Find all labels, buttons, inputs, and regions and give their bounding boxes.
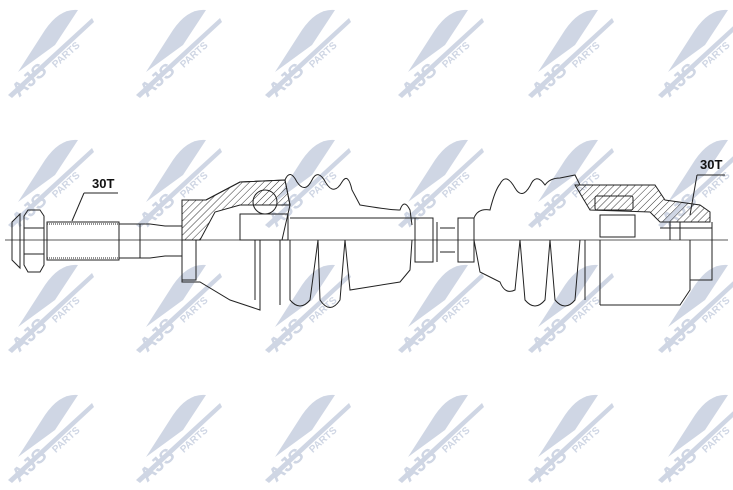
spline-count-right-label: 30T — [700, 157, 723, 172]
spline-count-left-label: 30T — [92, 176, 115, 191]
